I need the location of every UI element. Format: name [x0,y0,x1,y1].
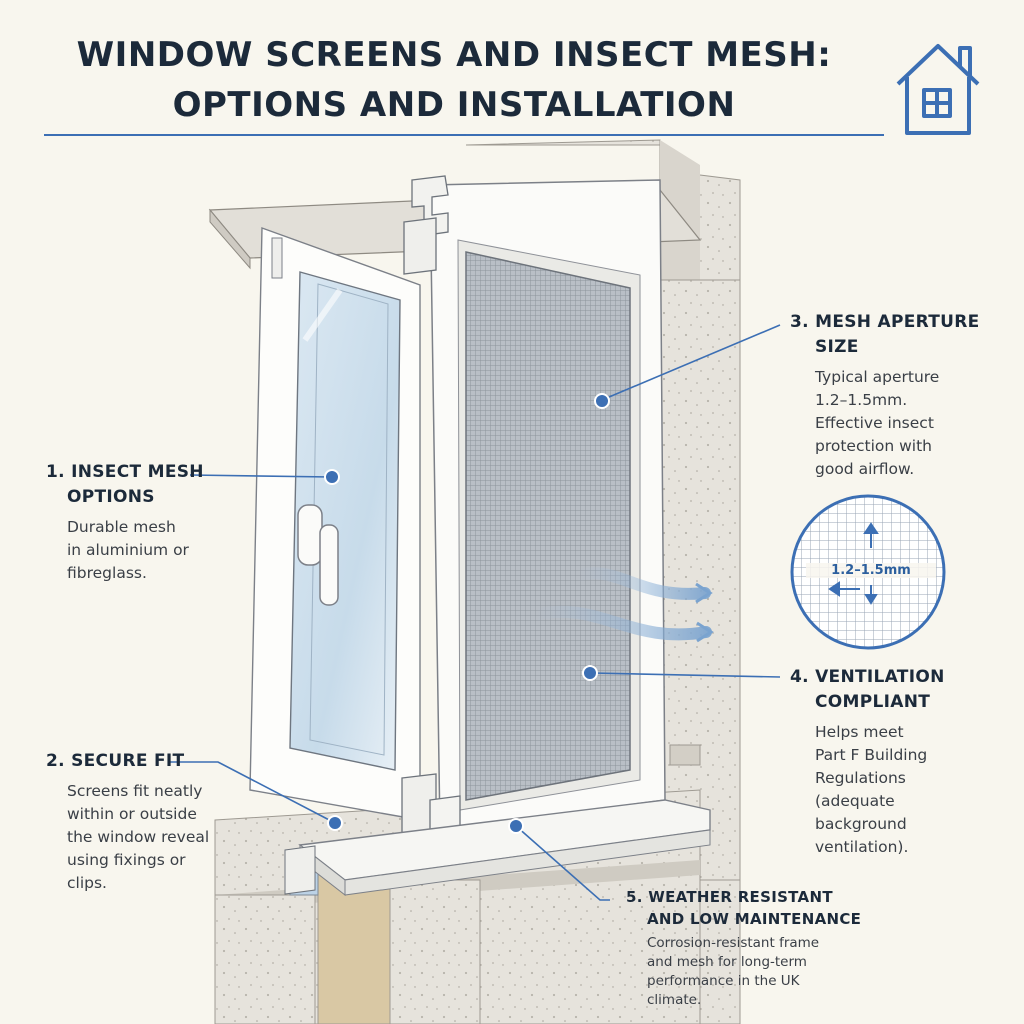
page-title: WINDOW SCREENS AND INSECT MESH: OPTIONS … [44,30,864,130]
callout-heading: 1. INSECT MESH OPTIONS [46,462,204,507]
window-handle-icon [297,504,323,566]
callout-body: Screens fit neatly within or outside the… [67,782,210,892]
airflow-arrows [529,567,714,643]
callout-heading: 4. VENTILATION COMPLIANT [790,667,945,712]
callout-mesh-aperture-size: 3. MESH APERTURE SIZE Typical aperture 1… [790,310,990,481]
page-title-line-1: WINDOW SCREENS AND INSECT MESH: [76,35,832,75]
window-sill [284,799,711,897]
callout-secure-fit: 2. SECURE FIT Screens fit neatly within … [46,749,246,895]
aperture-size-label: 1.2–1.5mm [806,563,936,578]
insect-screen [401,175,666,867]
callout-body: Helps meet Part F Building Regulations (… [815,723,928,856]
callout-heading: 5. WEATHER RESISTANT AND LOW MAINTENANCE [626,888,862,928]
callout-ventilation-compliant: 4. VENTILATION COMPLIANT Helps meet Part… [790,665,990,859]
leader-dots [324,393,610,834]
callout-body: Typical aperture 1.2–1.5mm. Effective in… [815,368,940,478]
page-title-line-2: OPTIONS AND INSTALLATION [172,85,736,125]
callout-body: Durable mesh in aluminium or fibreglass. [67,518,189,582]
house-icon [896,44,980,135]
callout-heading: 2. SECURE FIT [46,751,185,771]
callout-body: Corrosion-resistant frame and mesh for l… [647,935,820,1008]
leader-lines [170,324,781,901]
casement-sash [249,227,421,821]
callout-heading: 3. MESH APERTURE SIZE [790,312,980,357]
callout-weather-resistant: 5. WEATHER RESISTANT AND LOW MAINTENANCE… [626,886,866,1010]
callout-insect-mesh-options: 1. INSECT MESH OPTIONS Durable mesh in a… [46,460,236,585]
mesh-panel [465,251,631,801]
